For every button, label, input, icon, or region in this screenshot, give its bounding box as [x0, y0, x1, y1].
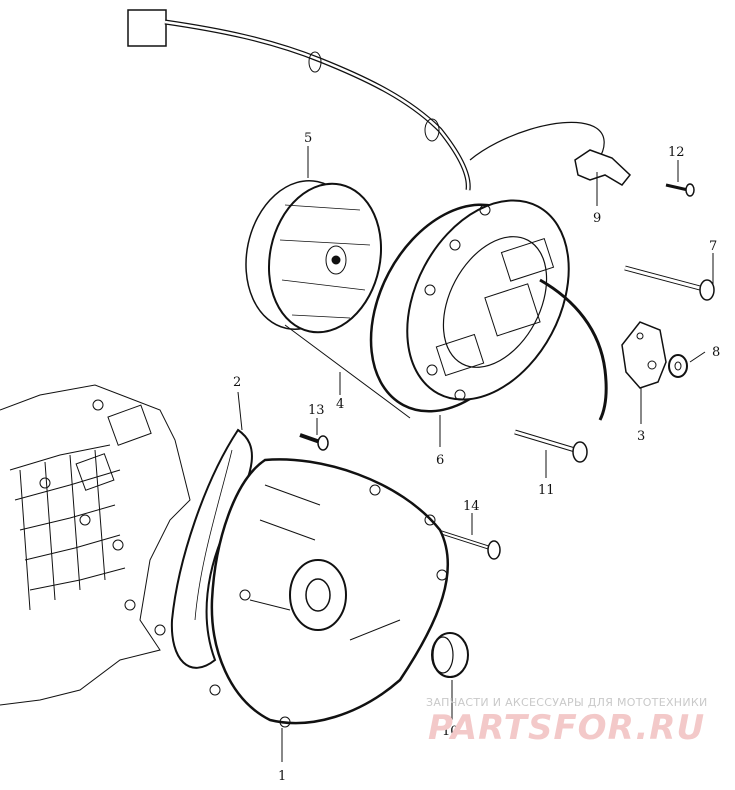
part-number-3: 3 [637, 429, 645, 444]
stator [369, 199, 608, 421]
rotor [245, 180, 383, 334]
part-number-6: 6 [436, 453, 444, 468]
part-number-1: 1 [278, 769, 286, 784]
part-number-2: 2 [233, 375, 241, 390]
part-numbers: 1 2 3 4 5 6 7 8 9 10 11 12 13 14 [233, 131, 720, 784]
wiring-harness [127, 9, 605, 191]
part-number-9: 9 [593, 211, 601, 226]
watermark-logo: PARTSFOR.RU [428, 708, 706, 748]
washer [668, 354, 688, 378]
watermark-tagline: ЗАПЧАСТИ И АКСЕССУАРЫ ДЛЯ МОТОТЕХНИКИ [426, 696, 708, 709]
short-screw [665, 183, 695, 197]
leader-lines [237, 146, 714, 762]
part-number-11: 11 [538, 483, 555, 498]
cover-bolt [439, 530, 501, 560]
long-bolt [624, 265, 715, 301]
cover [209, 458, 450, 728]
part-number-10: 10 [442, 724, 459, 739]
part-number-7: 7 [709, 239, 717, 254]
part-number-5: 5 [304, 131, 312, 146]
wire-clamp [574, 149, 632, 186]
contact-breaker [621, 321, 667, 389]
screw [299, 433, 329, 451]
part-number-12: 12 [668, 145, 685, 160]
crankcase-outline [0, 384, 191, 706]
bolt [514, 429, 588, 463]
part-number-8: 8 [712, 345, 720, 360]
part-number-4: 4 [336, 397, 344, 412]
part-number-13: 13 [308, 403, 325, 418]
grommet [431, 632, 469, 678]
part-number-14: 14 [463, 499, 480, 514]
